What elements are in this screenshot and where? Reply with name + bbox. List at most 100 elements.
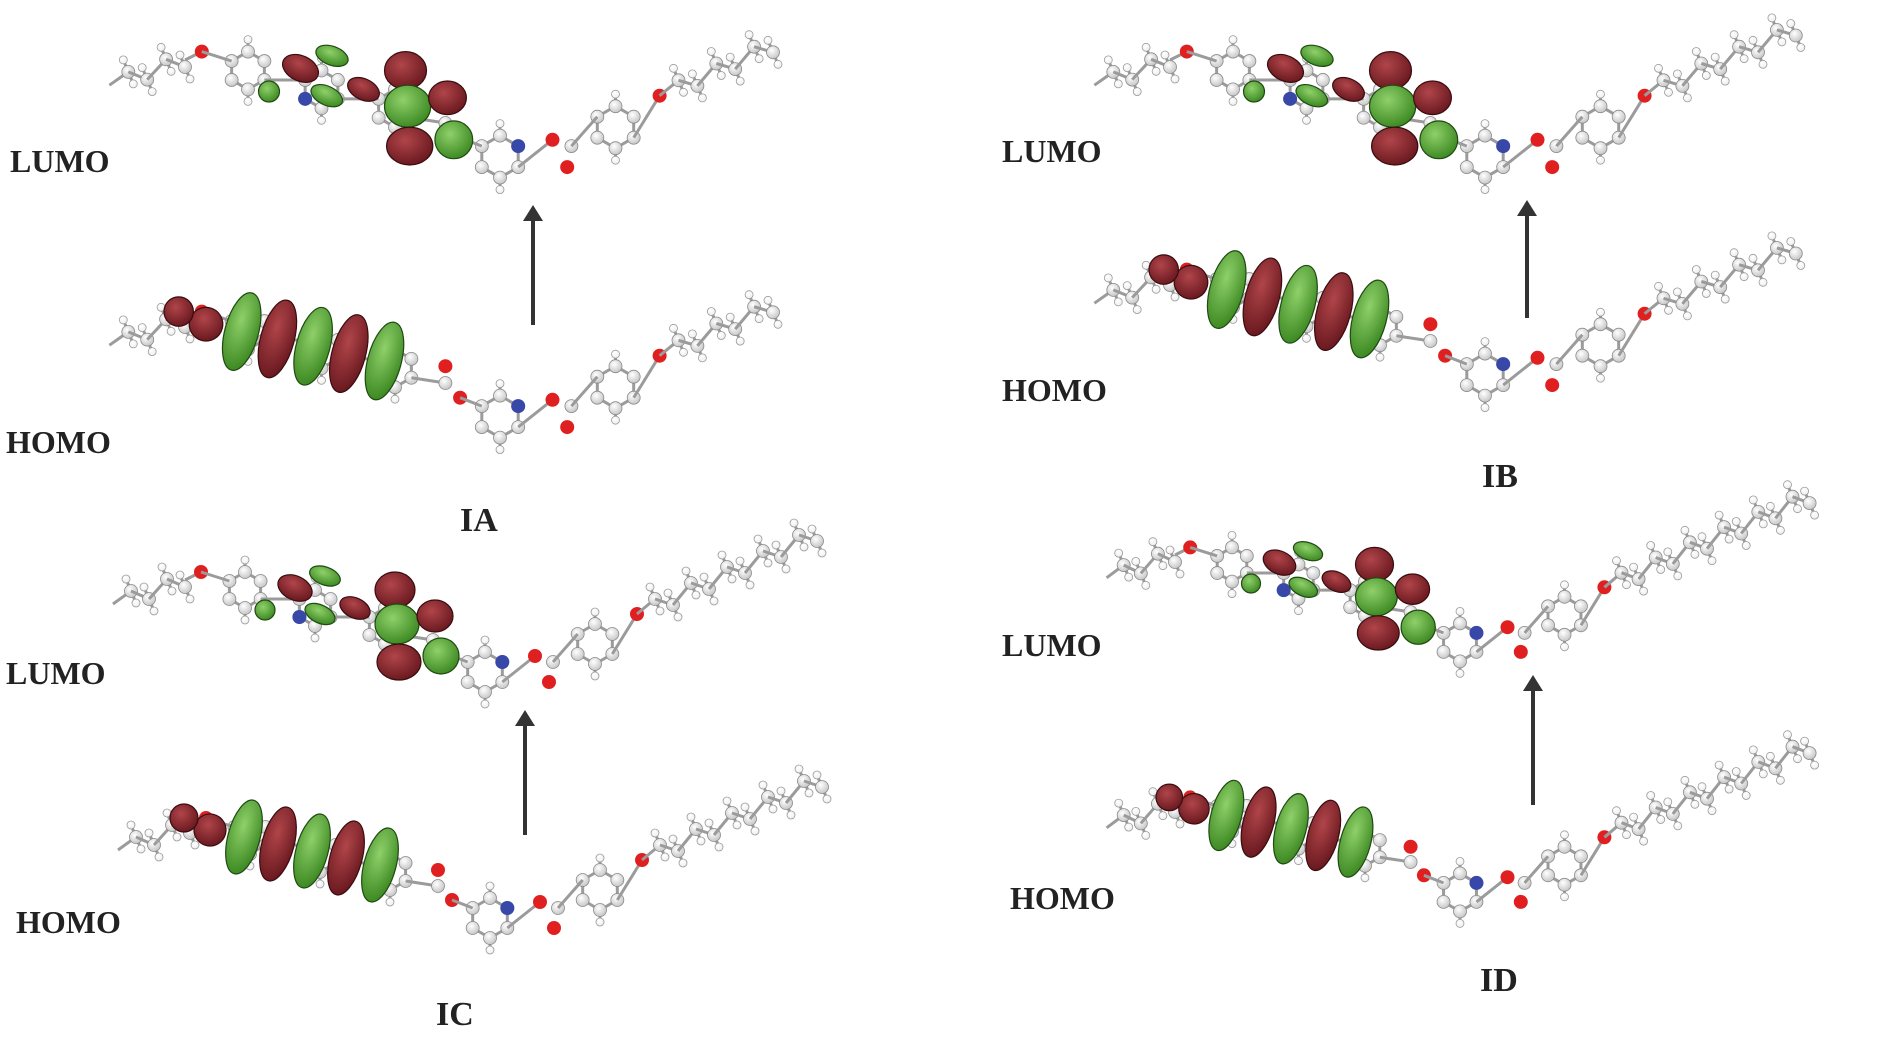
id-lumo-ring-right-carbon	[1557, 627, 1572, 642]
id-lumo-ring-1-carbon	[1239, 549, 1254, 563]
ib-homo-right-chain-carbon	[1788, 246, 1803, 261]
id-lumo-lumo-lobe	[1240, 573, 1262, 594]
hydrogen-atom	[773, 319, 783, 329]
hydrogen-atom	[1103, 273, 1113, 283]
ia-lumo-lumo-lobe	[281, 53, 320, 83]
hydrogen-atom	[1151, 284, 1161, 294]
ia-lumo-right-chain-carbon	[766, 45, 780, 60]
id-lumo-ring-right-carbon	[1574, 599, 1588, 614]
hydrogen-atom	[696, 836, 706, 846]
ia-lumo-core-nitrogen	[298, 91, 313, 106]
hydrogen-atom	[706, 47, 716, 56]
hydrogen-atom	[735, 336, 745, 346]
hydrogen-atom	[1131, 557, 1141, 566]
ia-homo-ring-right-carbon	[590, 390, 605, 405]
ib-transition-arrow-head	[1517, 200, 1537, 216]
hydrogen-atom	[776, 786, 786, 796]
bond	[201, 50, 233, 63]
hydrogen-atom	[1729, 30, 1739, 40]
id-lumo-ring-right-carbon	[1541, 618, 1555, 633]
ic-homo-pyridine-carbon	[465, 921, 480, 935]
hydrogen-atom	[1294, 856, 1303, 866]
hydrogen-atom	[763, 558, 773, 568]
id-homo-pyridine-nitrogen	[1469, 875, 1484, 890]
hydrogen-atom	[1622, 830, 1631, 840]
hydrogen-atom	[716, 71, 726, 80]
ic-lumo-ring-2-carbon	[323, 592, 338, 606]
hydrogen-atom	[1375, 352, 1385, 362]
hydrogen-atom	[1480, 185, 1490, 195]
hydrogen-atom	[1731, 767, 1741, 776]
ic-homo-pyridine-nitrogen	[500, 901, 515, 915]
hydrogen-atom	[157, 562, 167, 572]
ib-lumo-ring-1-carbon	[1226, 44, 1240, 59]
ic-homo-homo-lobe	[327, 820, 365, 896]
hydrogen-atom	[1673, 821, 1683, 831]
ia-lumo-ring-right-carbon	[608, 99, 623, 114]
hydrogen-atom	[147, 347, 157, 357]
hydrogen-atom	[1673, 571, 1683, 581]
hydrogen-atom	[709, 596, 719, 606]
ic-homo-pyridine-carbon	[483, 891, 497, 905]
hydrogen-atom	[1656, 815, 1666, 824]
bond	[1523, 605, 1550, 634]
hydrogen-atom	[1141, 42, 1151, 52]
ib-homo-homo-lobe	[1206, 250, 1247, 329]
ic-lumo-core-nitrogen	[292, 610, 307, 624]
ic-homo-ring-right-carbon	[575, 893, 590, 907]
bond	[1555, 333, 1584, 366]
hydrogen-atom	[1629, 812, 1638, 822]
hydrogen-atom	[1455, 919, 1465, 928]
hydrogen-atom	[1701, 289, 1711, 298]
hydrogen-atom	[1758, 277, 1768, 287]
hydrogen-atom	[1141, 831, 1151, 840]
ic-lumo-pyridine-nitrogen	[495, 655, 510, 669]
hydrogen-atom	[185, 594, 195, 604]
hydrogen-atom	[763, 35, 773, 45]
ia-lumo-ester2-oxygen	[545, 132, 560, 147]
ic-lumo-lumo-lobe	[339, 596, 371, 620]
hydrogen-atom	[495, 379, 505, 389]
hydrogen-atom	[753, 534, 763, 544]
hydrogen-atom	[789, 518, 799, 528]
hydrogen-atom	[1766, 501, 1775, 511]
hydrogen-atom	[185, 334, 195, 344]
id-lumo-left-chain-carbon	[1168, 555, 1182, 569]
ia-homo-homo-lobe	[163, 296, 194, 327]
id-homo-ring-right-carbon	[1557, 877, 1572, 892]
ic-lumo-lumo-lobe	[277, 574, 313, 602]
ib-homo-pyridine-nitrogen	[1496, 357, 1511, 372]
ib-lumo-ring-right-carbon	[1593, 141, 1608, 156]
bond	[1502, 356, 1539, 387]
hydrogen-atom	[679, 347, 688, 357]
hydrogen-atom	[1114, 798, 1124, 808]
bond	[200, 570, 230, 583]
ic-homo-ester2-oxygen	[533, 895, 547, 909]
id-homo-ester2-oxygen	[1500, 870, 1515, 885]
ia-compound-label: IA	[460, 502, 498, 539]
ia-lumo-carbonyl2-oxygen	[560, 160, 575, 175]
hydrogen-atom	[1800, 486, 1809, 496]
hydrogen-atom	[495, 185, 505, 195]
ic-homo-homo-lobe	[259, 806, 297, 882]
ia-lumo-ring-1-carbon	[241, 44, 255, 59]
hydrogen-atom	[1228, 35, 1238, 44]
ic-lumo-label: LUMO	[6, 655, 106, 691]
hydrogen-atom	[1560, 642, 1569, 652]
hydrogen-atom	[1739, 272, 1749, 282]
ib-homo-carbonyl-oxygen	[1423, 317, 1438, 332]
hydrogen-atom	[717, 550, 727, 560]
hydrogen-atom	[118, 315, 128, 325]
ia-lumo-pyridine-carbon	[493, 170, 507, 185]
ic-lumo-lumo-lobe	[254, 599, 276, 621]
hydrogen-atom	[1776, 775, 1785, 785]
hydrogen-atom	[1360, 873, 1370, 883]
hydrogen-atom	[1124, 822, 1134, 832]
hydrogen-atom	[799, 542, 809, 552]
hydrogen-atom	[740, 802, 750, 812]
ib-compound-label: IB	[1482, 458, 1518, 495]
hydrogen-atom	[139, 582, 149, 592]
ib-lumo-carbonyl2-oxygen	[1545, 160, 1560, 175]
hydrogen-atom	[1158, 561, 1168, 571]
id-lumo-lumo-lobe	[1354, 546, 1395, 583]
